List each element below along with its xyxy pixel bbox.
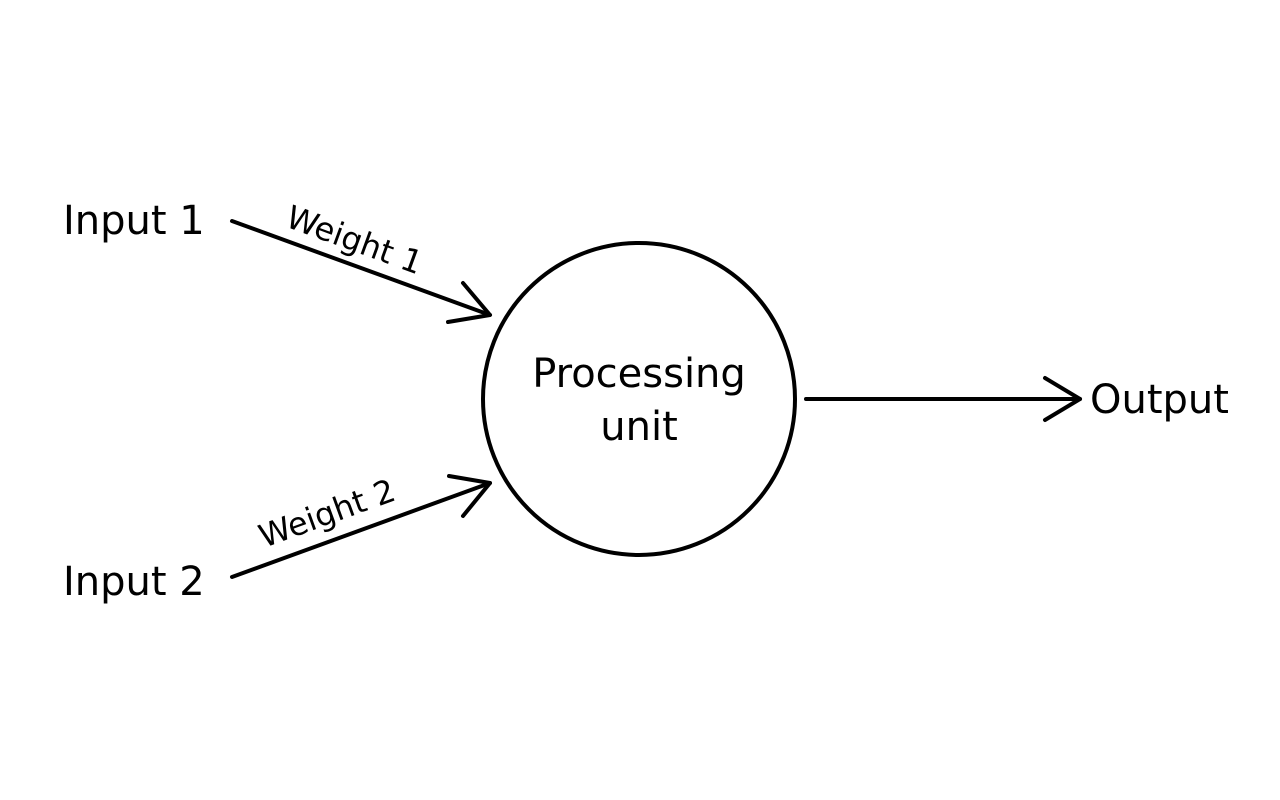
output-arrow [804, 376, 1082, 422]
weight-1-arrow [230, 219, 492, 324]
input-2-label: Input 2 [63, 559, 205, 605]
processing-unit-label-line-2: unit [600, 404, 678, 450]
weight-1-label: Weight 1 [281, 198, 427, 282]
processing-unit-circle [481, 241, 797, 557]
input-1-label: Input 1 [63, 198, 205, 244]
output-label: Output [1090, 377, 1229, 423]
weight-2-arrow [230, 474, 492, 579]
processing-unit-label-line-1: Processing [532, 351, 746, 397]
